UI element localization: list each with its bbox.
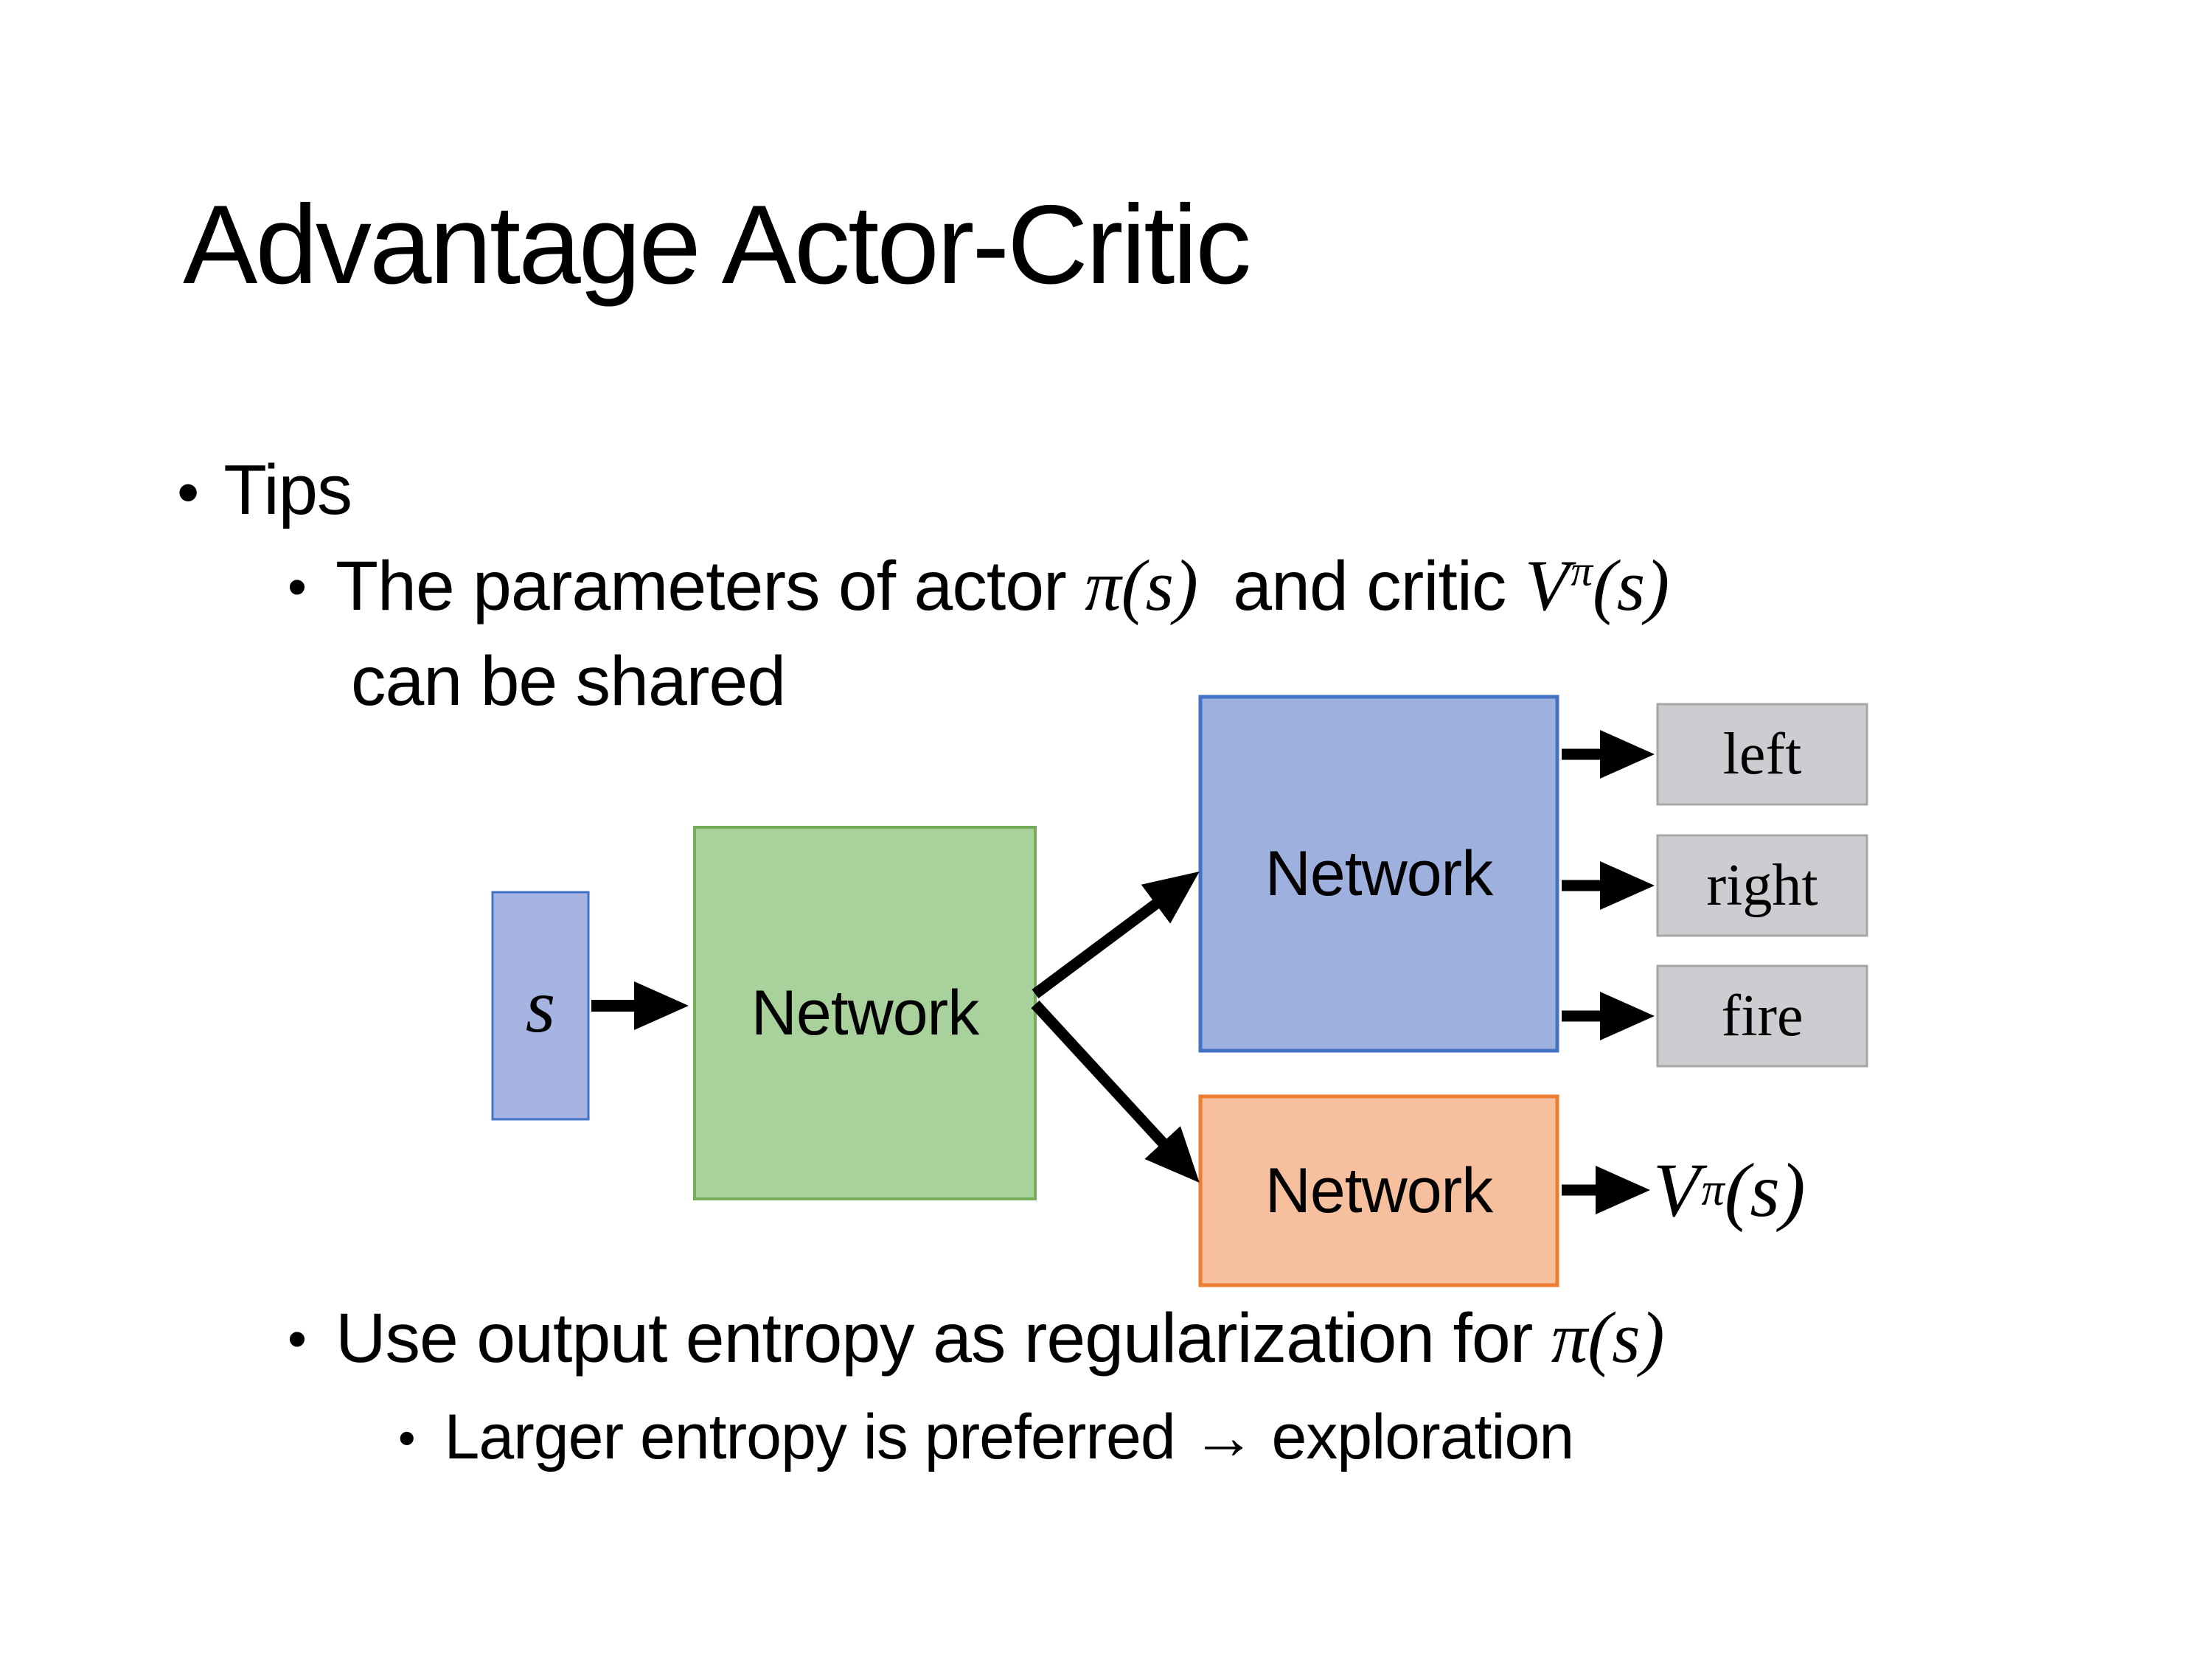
parameters-text-pre: The parameters of actor — [335, 547, 1085, 625]
value-v: V — [1653, 1147, 1700, 1233]
action-box-fire — [1656, 964, 1868, 1068]
bullet-line-parameters: • The parameters of actor π(s) and critic… — [288, 544, 1669, 627]
critic-v-pi-s-math: Vπ(s) — [1525, 546, 1669, 626]
critic-v: V — [1524, 546, 1570, 626]
actor-network-box — [1198, 695, 1559, 1053]
arrow-shared-to-critic — [1031, 1000, 1200, 1183]
bullet-glyph: • — [177, 457, 199, 528]
parameters-text-mid: and critic — [1214, 547, 1525, 625]
bullet-glyph: • — [398, 1410, 416, 1466]
action-box-left — [1656, 703, 1868, 806]
entropy-pi-s-math: π(s) — [1551, 1298, 1665, 1378]
critic-network-box — [1198, 1094, 1559, 1287]
bullet-line-entropy: • Use output entropy as regularization fo… — [288, 1296, 1665, 1380]
entropy-text-pre: Use output entropy as regularization for — [335, 1299, 1551, 1377]
critic-sup-pi: π — [1571, 546, 1593, 596]
action-box-right — [1656, 834, 1868, 937]
shared-network-box — [693, 826, 1037, 1200]
bullet-glyph: • — [288, 1308, 307, 1370]
bullet-line-tips: • Tips — [177, 450, 352, 531]
exploration-text: Larger entropy is preferred → exploratio… — [444, 1402, 1574, 1472]
critic-args: (s) — [1592, 546, 1670, 626]
bullet-glyph: • — [288, 556, 307, 618]
bullet-line-parameters-cont: can be shared — [351, 641, 786, 722]
bullet-line-exploration: • Larger entropy is preferred → explorati… — [398, 1401, 1574, 1474]
arrow-shared-to-actor — [1032, 871, 1200, 999]
actor-pi-s-math: π(s) — [1085, 546, 1198, 626]
value-args: (s) — [1724, 1147, 1806, 1233]
slide-title: Advantage Actor-Critic — [183, 182, 1251, 307]
state-box — [491, 891, 590, 1121]
tips-label: Tips — [223, 451, 352, 529]
can-be-shared-text: can be shared — [351, 642, 786, 720]
